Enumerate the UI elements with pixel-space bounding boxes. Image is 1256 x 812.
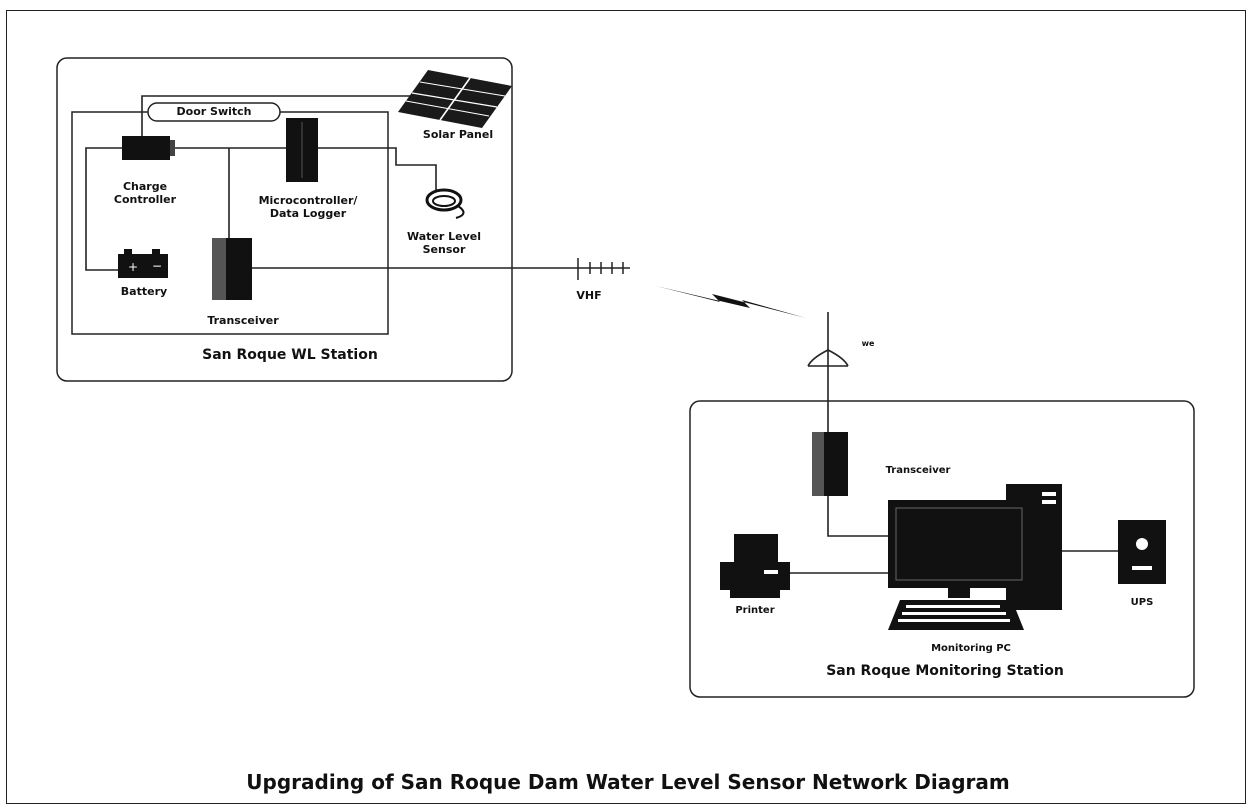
solar-panel-icon [398,70,512,128]
diagram-title: Upgrading of San Roque Dam Water Level S… [246,770,1010,794]
microcontroller-label: Microcontroller/ Data Logger [258,194,358,220]
battery-label: Battery [120,285,168,298]
charge-controller-icon [122,136,175,160]
receiving-antenna-icon [807,312,849,432]
monitoring-station-box [689,400,1195,698]
wireless-link-bolt [656,286,806,318]
field-transceiver-icon [212,238,252,300]
monitoring-station-name: San Roque Monitoring Station [826,663,1064,679]
monitoring-wiring [790,496,1118,574]
wl-enclosure [71,111,389,335]
monitoring-transceiver-icon [812,432,848,496]
diagram-frame [6,10,1246,804]
keyboard-icon [888,600,1024,630]
printer-icon [720,534,790,598]
monitor-icon [888,500,1030,598]
data-logger-icon [286,118,318,182]
door-switch [147,102,281,122]
ups-icon [1118,520,1166,584]
wl-wiring [85,95,578,271]
vhf-antenna-icon [577,258,630,280]
printer-label: Printer [735,605,775,616]
door-switch-label: Door Switch [176,105,252,118]
svg-text:−: − [152,259,162,273]
charge-controller-label: Charge Controller [113,180,177,206]
transceiver-label: Transceiver [207,314,279,327]
antenna-tag: we [861,339,875,348]
wl-station-box [56,57,513,382]
ups-label: UPS [1130,597,1154,608]
battery-icon: + − [118,249,168,278]
monitoring-pc-label: Monitoring PC [931,643,1011,654]
vhf-label: VHF [576,289,602,302]
solar-panel-label: Solar Panel [422,128,494,141]
monitoring-transceiver-label: Transceiver [885,465,951,476]
water-level-sensor-label: Water Level Sensor [406,230,481,256]
svg-text:+: + [128,260,138,274]
wl-station-name: San Roque WL Station [202,347,378,363]
water-level-sensor-icon [425,188,465,219]
